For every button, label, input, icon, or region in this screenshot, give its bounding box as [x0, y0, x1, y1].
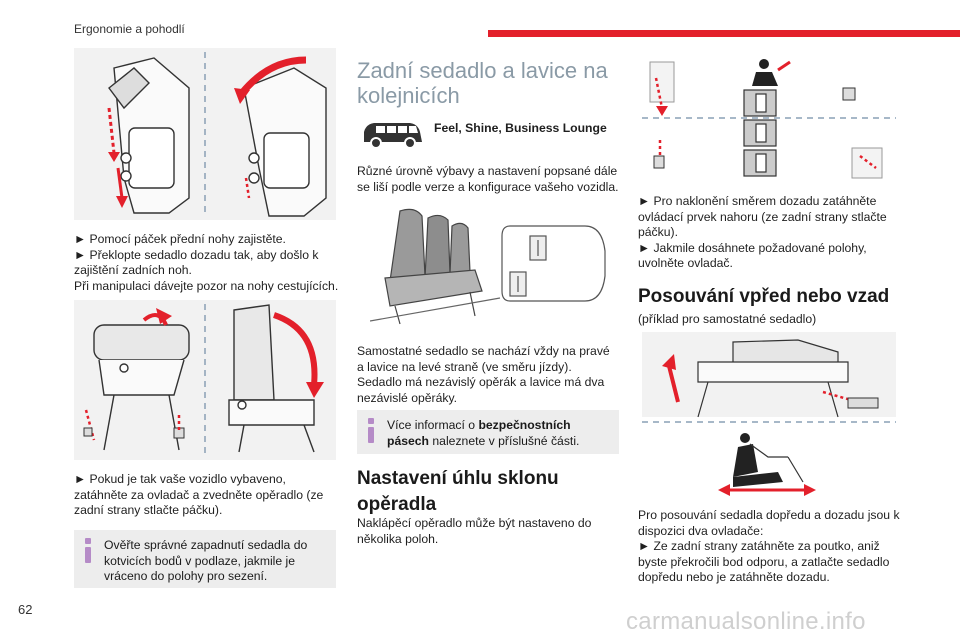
- section-heading-backrest-angle: Nastavení úhlu sklonu opěradla: [357, 468, 559, 515]
- van-icon: [364, 123, 422, 149]
- info-icon: [365, 418, 377, 443]
- section-title: Ergonomie a pohodlí: [74, 22, 185, 36]
- recline-illustration: [642, 59, 896, 179]
- rail-seats-illustration: [370, 208, 606, 325]
- seat-position-note: Samostatné sedadlo se nachází vždy na pr…: [357, 344, 610, 374]
- instruction-pull-strap: ► Ze zadní strany zatáhněte za poutko, a…: [638, 539, 890, 584]
- slide-example-note: (příklad pro samostatné sedadlo): [638, 312, 817, 326]
- instruction-release: ► Jakmile dosáhnete požadované polohy, u…: [638, 240, 867, 271]
- backrest-raise-illustration: [74, 300, 336, 460]
- fold-instructions: ► Pomocí páček přední nohy zajistěte. ► …: [74, 232, 340, 294]
- trim-levels: Feel, Shine, Business Lounge: [434, 121, 619, 137]
- instruction-caution-feet: Při manipulaci dávejte pozor na nohy ces…: [74, 278, 339, 293]
- info-text-seatbelts: Více informací o bezpečnostních pásech n…: [387, 418, 580, 448]
- headrest-note: Sedadlo má nezávislý opěrák a lavice má …: [357, 375, 605, 405]
- info-text-anchor-check: Ověřte správné zapadnutí sedadla do kotv…: [104, 538, 308, 583]
- trim-feel: Feel: [434, 121, 459, 135]
- info-box-seatbelts: Více informací o bezpečnostních pásech n…: [357, 410, 619, 454]
- slide-instructions: Pro posouvání sedadla dopředu a dozadu j…: [638, 508, 900, 586]
- backrest-instructions: ► Pokud je tak vaše vozidlo vybaveno, za…: [74, 472, 336, 519]
- watermark: carmanualsonline.info: [626, 608, 866, 635]
- instruction-lock-front-legs: ► Pomocí páček přední nohy zajistěte.: [74, 232, 286, 246]
- instruction-recline: ► Pro naklonění směrem dozadu zatáhněte …: [638, 194, 887, 239]
- seat-arrangement-description: Samostatné sedadlo se nachází vždy na pr…: [357, 344, 619, 406]
- variant-note: Různé úrovně výbavy a nastavení popsané …: [357, 164, 619, 194]
- info-box-anchor-check: Ověřte správné zapadnutí sedadla do kotv…: [74, 530, 336, 588]
- instruction-fold-back: ► Překlopte sedadlo dozadu tak, aby došl…: [74, 247, 319, 278]
- trim-business-lounge: Business Lounge: [505, 121, 607, 135]
- page-number: 62: [18, 602, 33, 617]
- instruction-raise-backrest: ► Pokud je tak vaše vozidlo vybaveno, za…: [74, 472, 324, 517]
- seat-fold-illustration: [74, 48, 336, 220]
- trim-shine: Shine: [465, 121, 499, 135]
- trim-separator: ,: [458, 121, 466, 135]
- trim-separator: ,: [498, 121, 506, 135]
- seatbelts-link-text: bezpečnostních pásech: [387, 418, 571, 448]
- recline-instructions: ► Pro naklonění směrem dozadu zatáhněte …: [638, 194, 900, 272]
- section-heading-rail-seats: Zadní sedadlo a lavice na kolejnicích: [357, 58, 608, 108]
- slide-seat-illustration: [642, 332, 896, 496]
- info-icon: [82, 538, 94, 563]
- header-accent-bar: [488, 30, 960, 37]
- slide-controls-note: Pro posouvání sedadla dopředu a dozadu j…: [638, 508, 900, 538]
- section-heading-slide: Posouvání vpřed nebo vzad: [638, 286, 890, 307]
- backrest-angle-description: Naklápěcí opěradlo může být nastaveno do…: [357, 516, 592, 546]
